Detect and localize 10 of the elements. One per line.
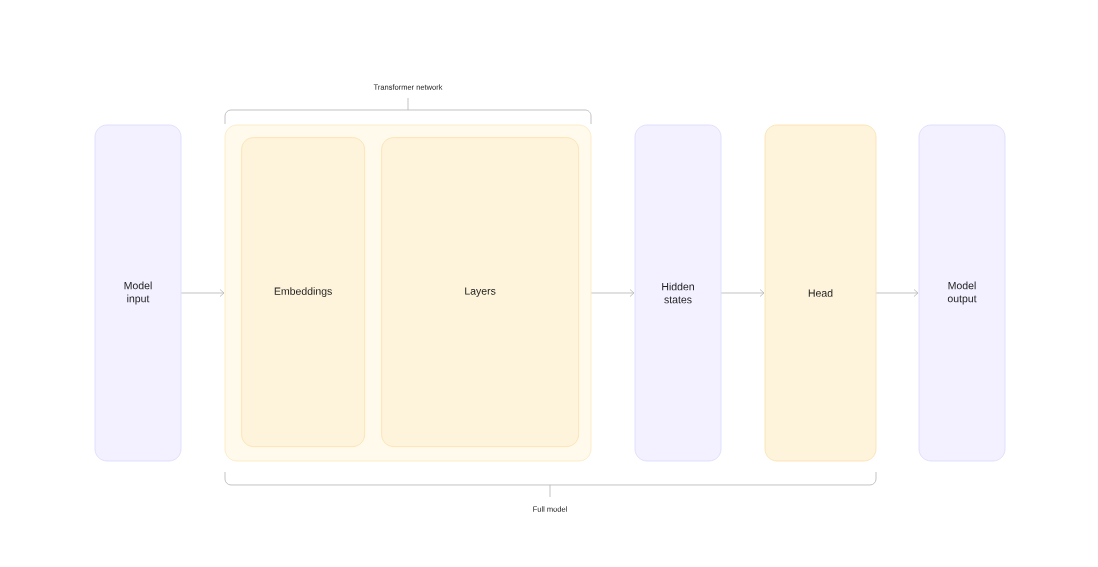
layer-box: Layers — [381, 137, 579, 447]
arrow — [181, 289, 225, 297]
output-box: Model output — [918, 124, 1006, 462]
arrow — [591, 289, 635, 297]
input-box: Model input — [94, 124, 182, 462]
arrow — [721, 289, 765, 297]
head-box: Head — [764, 124, 877, 462]
arrow — [876, 289, 919, 297]
layer-box: Embeddings — [241, 137, 365, 447]
state-box: Hidden states — [634, 124, 722, 462]
